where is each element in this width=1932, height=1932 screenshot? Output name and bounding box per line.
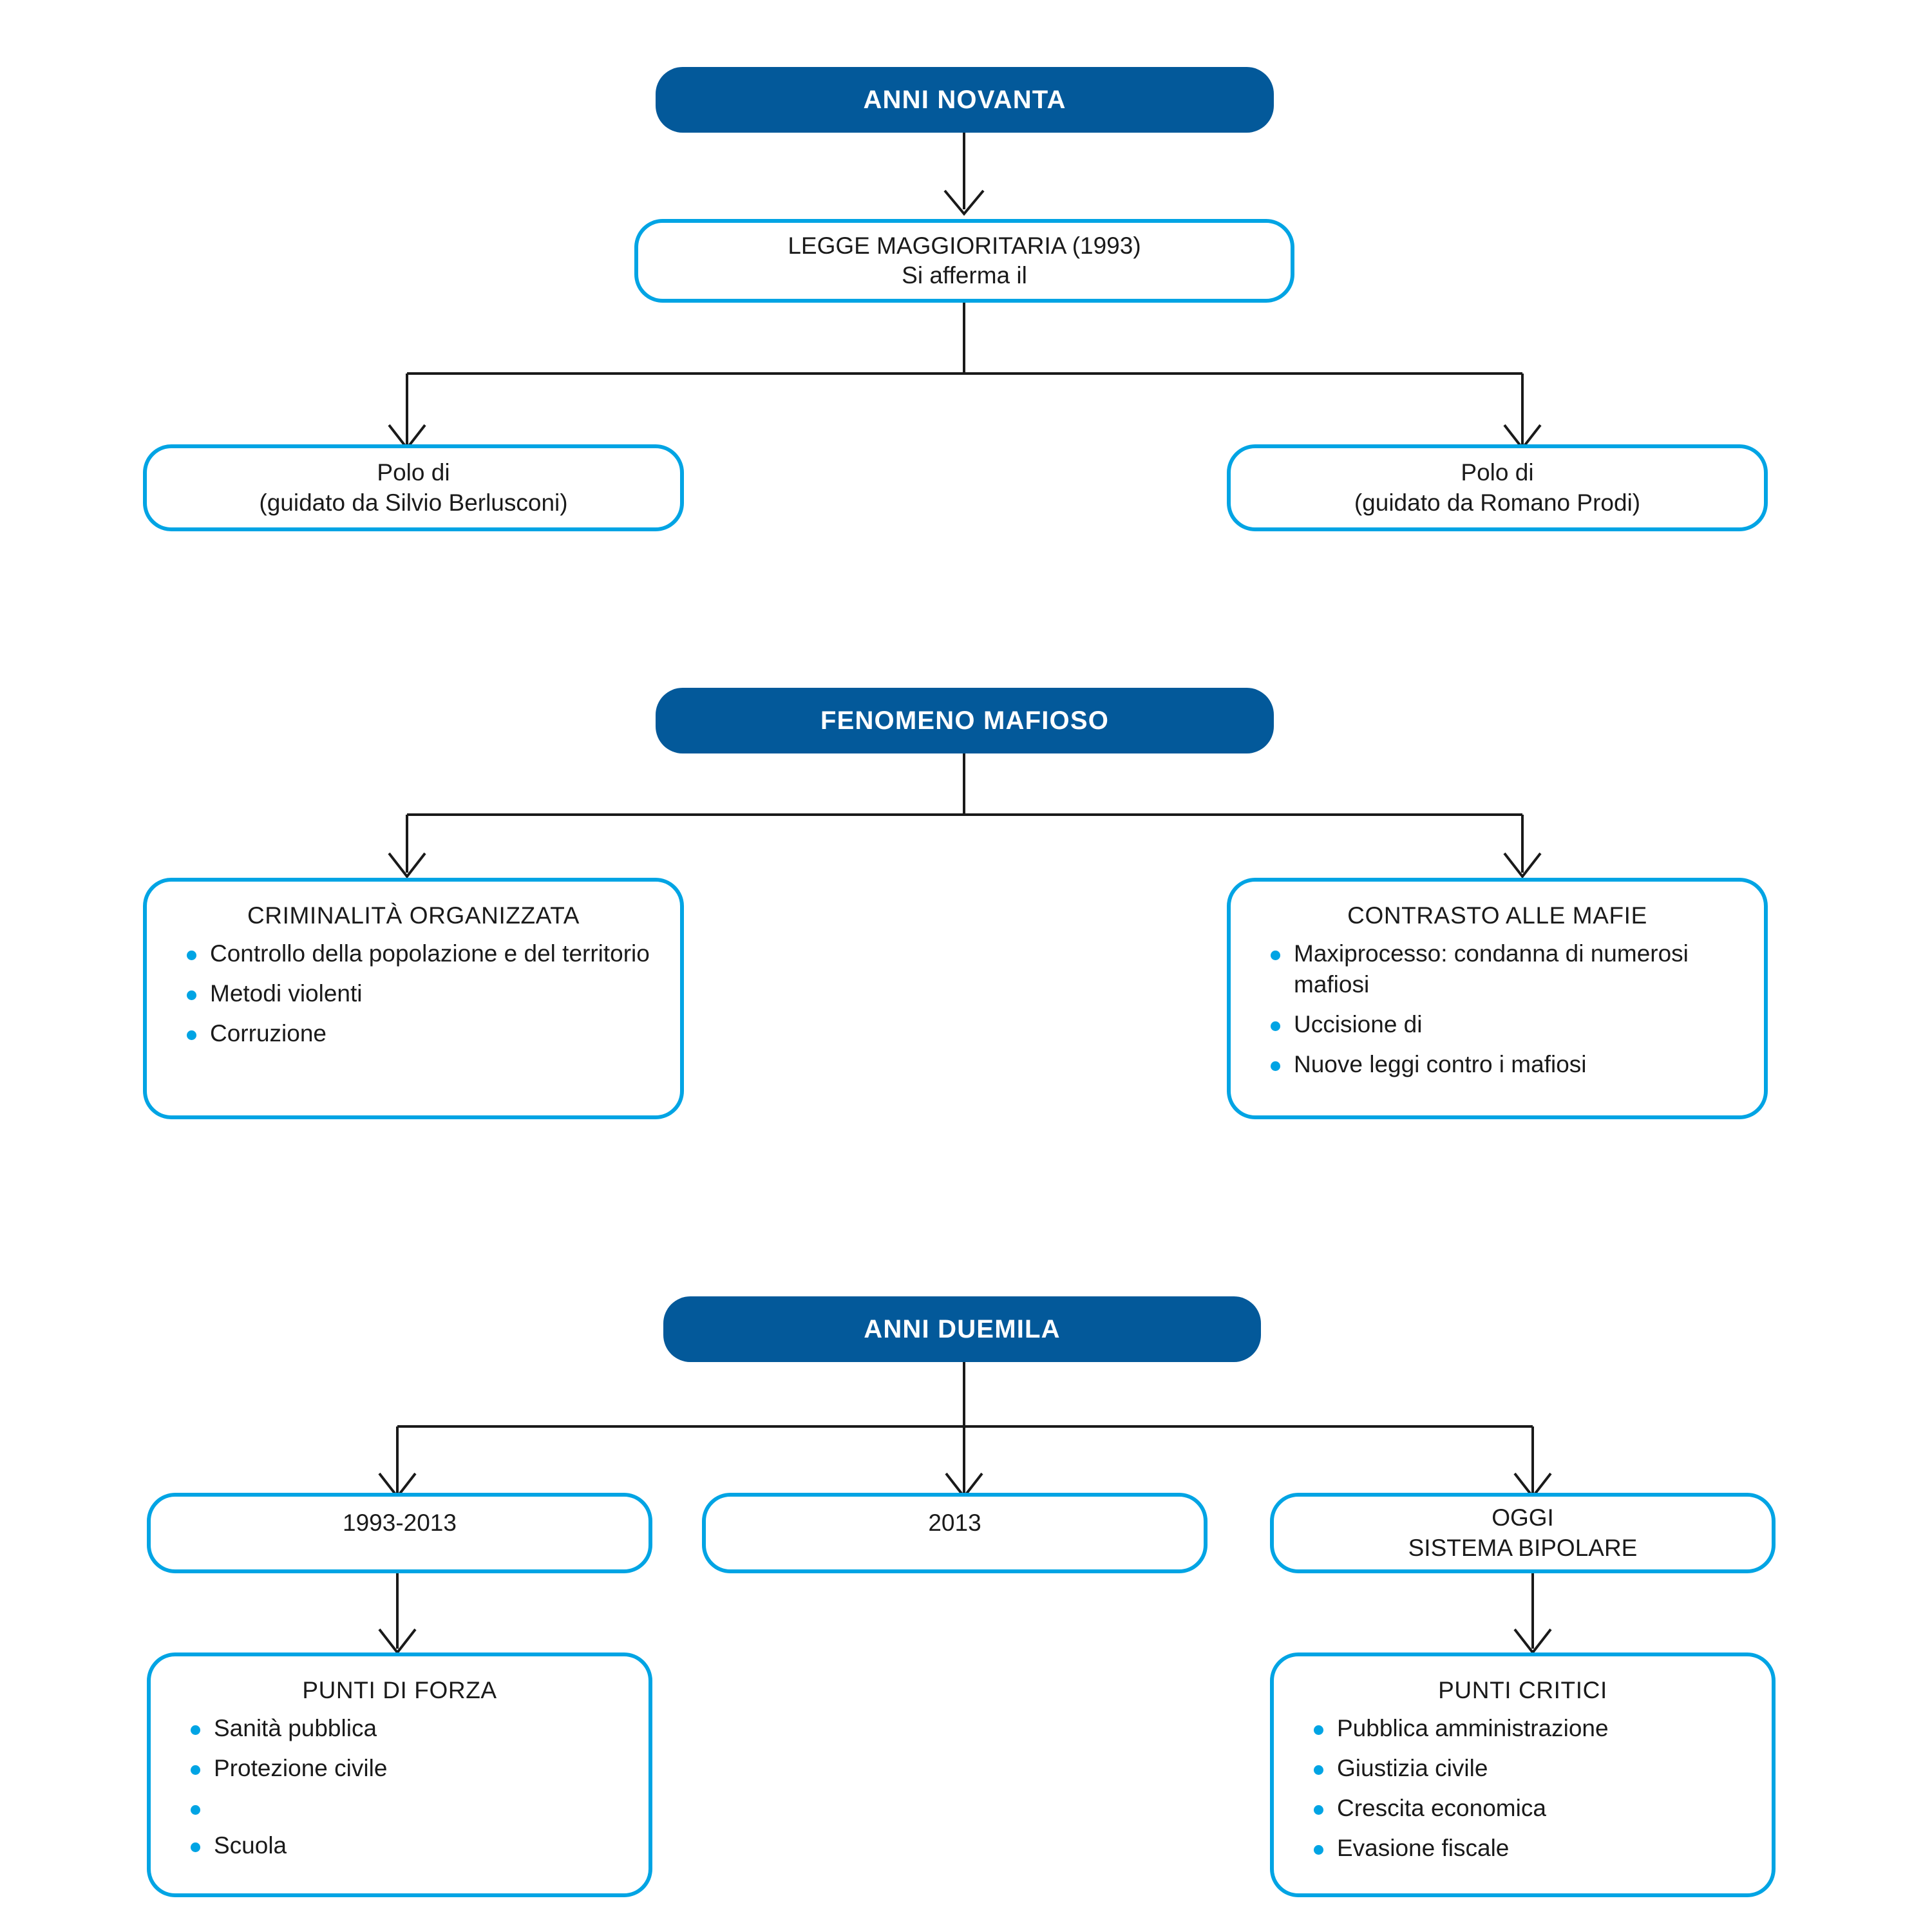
node-polo-prodi[interactable]: Polo di (guidato da Romano Prodi) bbox=[1227, 444, 1768, 531]
node-oggi-sistema-bipolare-line-2: SISTEMA BIPOLARE bbox=[1408, 1534, 1638, 1561]
node-polo-prodi-line-1: Polo di bbox=[1461, 459, 1534, 486]
node-punti-di-forza[interactable]: PUNTI DI FORZA Sanità pubblica Protezion… bbox=[147, 1653, 652, 1897]
list-item: Controllo della popolazione e del territ… bbox=[184, 938, 680, 969]
connector-oggi-to-punti-critici bbox=[1513, 1573, 1552, 1655]
node-punti-critici[interactable]: PUNTI CRITICI Pubblica amministrazione G… bbox=[1270, 1653, 1776, 1897]
node-punti-di-forza-bullets: Sanità pubblica Protezione civile Scuola bbox=[151, 1713, 649, 1870]
node-contrasto-alle-mafie[interactable]: CONTRASTO ALLE MAFIE Maxiprocesso: conda… bbox=[1227, 878, 1768, 1119]
node-legge-maggioritaria-line-1: LEGGE MAGGIORITARIA (1993) bbox=[788, 232, 1141, 259]
connector-legge-to-poli bbox=[388, 303, 1542, 451]
header-anni-novanta[interactable]: ANNI NOVANTA bbox=[656, 67, 1274, 133]
node-oggi-sistema-bipolare-line-1: OGGI bbox=[1492, 1504, 1554, 1531]
list-item: Corruzione bbox=[184, 1018, 680, 1049]
header-anni-novanta-label: ANNI NOVANTA bbox=[863, 85, 1066, 114]
list-item bbox=[188, 1793, 649, 1821]
node-punti-di-forza-title: PUNTI DI FORZA bbox=[302, 1677, 497, 1703]
node-criminalita-organizzata-title: CRIMINALITÀ ORGANIZZATA bbox=[247, 902, 580, 929]
node-periodo-1993-2013[interactable]: 1993-2013 bbox=[147, 1493, 652, 1573]
node-polo-berlusconi-line-1: Polo di bbox=[377, 459, 450, 486]
node-legge-maggioritaria[interactable]: LEGGE MAGGIORITARIA (1993) Si afferma il bbox=[634, 219, 1294, 303]
node-legge-maggioritaria-line-2: Si afferma il bbox=[902, 262, 1027, 289]
list-item: Nuove leggi contro i mafiosi bbox=[1268, 1049, 1764, 1080]
list-item: Pubblica amministrazione bbox=[1311, 1713, 1772, 1744]
connector-duemila-to-periods bbox=[378, 1362, 1552, 1499]
node-punti-critici-bullets: Pubblica amministrazione Giustizia civil… bbox=[1274, 1713, 1772, 1873]
node-polo-berlusconi-line-2: (guidato da Silvio Berlusconi) bbox=[259, 489, 568, 516]
header-fenomeno-mafioso[interactable]: FENOMENO MAFIOSO bbox=[656, 688, 1274, 753]
node-periodo-2013[interactable]: 2013 bbox=[702, 1493, 1208, 1573]
node-criminalita-organizzata[interactable]: CRIMINALITÀ ORGANIZZATA Controllo della … bbox=[143, 878, 684, 1119]
node-criminalita-organizzata-bullets: Controllo della popolazione e del territ… bbox=[147, 938, 680, 1058]
node-contrasto-alle-mafie-bullets: Maxiprocesso: condanna di numerosi mafio… bbox=[1231, 938, 1764, 1089]
list-item: Maxiprocesso: condanna di numerosi mafio… bbox=[1268, 938, 1764, 1000]
connector-periodo1-to-punti-forza bbox=[378, 1573, 417, 1655]
node-periodo-2013-label: 2013 bbox=[928, 1510, 981, 1536]
connector-anni-novanta-to-legge bbox=[943, 132, 985, 216]
node-punti-critici-title: PUNTI CRITICI bbox=[1438, 1677, 1607, 1703]
list-item: Metodi violenti bbox=[184, 978, 680, 1009]
node-oggi-sistema-bipolare[interactable]: OGGI SISTEMA BIPOLARE bbox=[1270, 1493, 1776, 1573]
connector-fenomeno-to-cards bbox=[388, 753, 1542, 879]
node-polo-berlusconi[interactable]: Polo di (guidato da Silvio Berlusconi) bbox=[143, 444, 684, 531]
list-item: Sanità pubblica bbox=[188, 1713, 649, 1744]
header-fenomeno-mafioso-label: FENOMENO MAFIOSO bbox=[820, 706, 1110, 735]
list-item: Evasione fiscale bbox=[1311, 1833, 1772, 1864]
list-item: Uccisione di bbox=[1268, 1009, 1764, 1040]
node-contrasto-alle-mafie-title: CONTRASTO ALLE MAFIE bbox=[1347, 902, 1647, 929]
header-anni-duemila[interactable]: ANNI DUEMILA bbox=[663, 1296, 1261, 1362]
list-item: Scuola bbox=[188, 1830, 649, 1861]
list-item: Crescita economica bbox=[1311, 1793, 1772, 1824]
list-item: Giustizia civile bbox=[1311, 1753, 1772, 1784]
header-anni-duemila-label: ANNI DUEMILA bbox=[864, 1314, 1061, 1343]
node-polo-prodi-line-2: (guidato da Romano Prodi) bbox=[1354, 489, 1641, 516]
node-periodo-1993-2013-label: 1993-2013 bbox=[343, 1510, 457, 1536]
list-item: Protezione civile bbox=[188, 1753, 649, 1784]
